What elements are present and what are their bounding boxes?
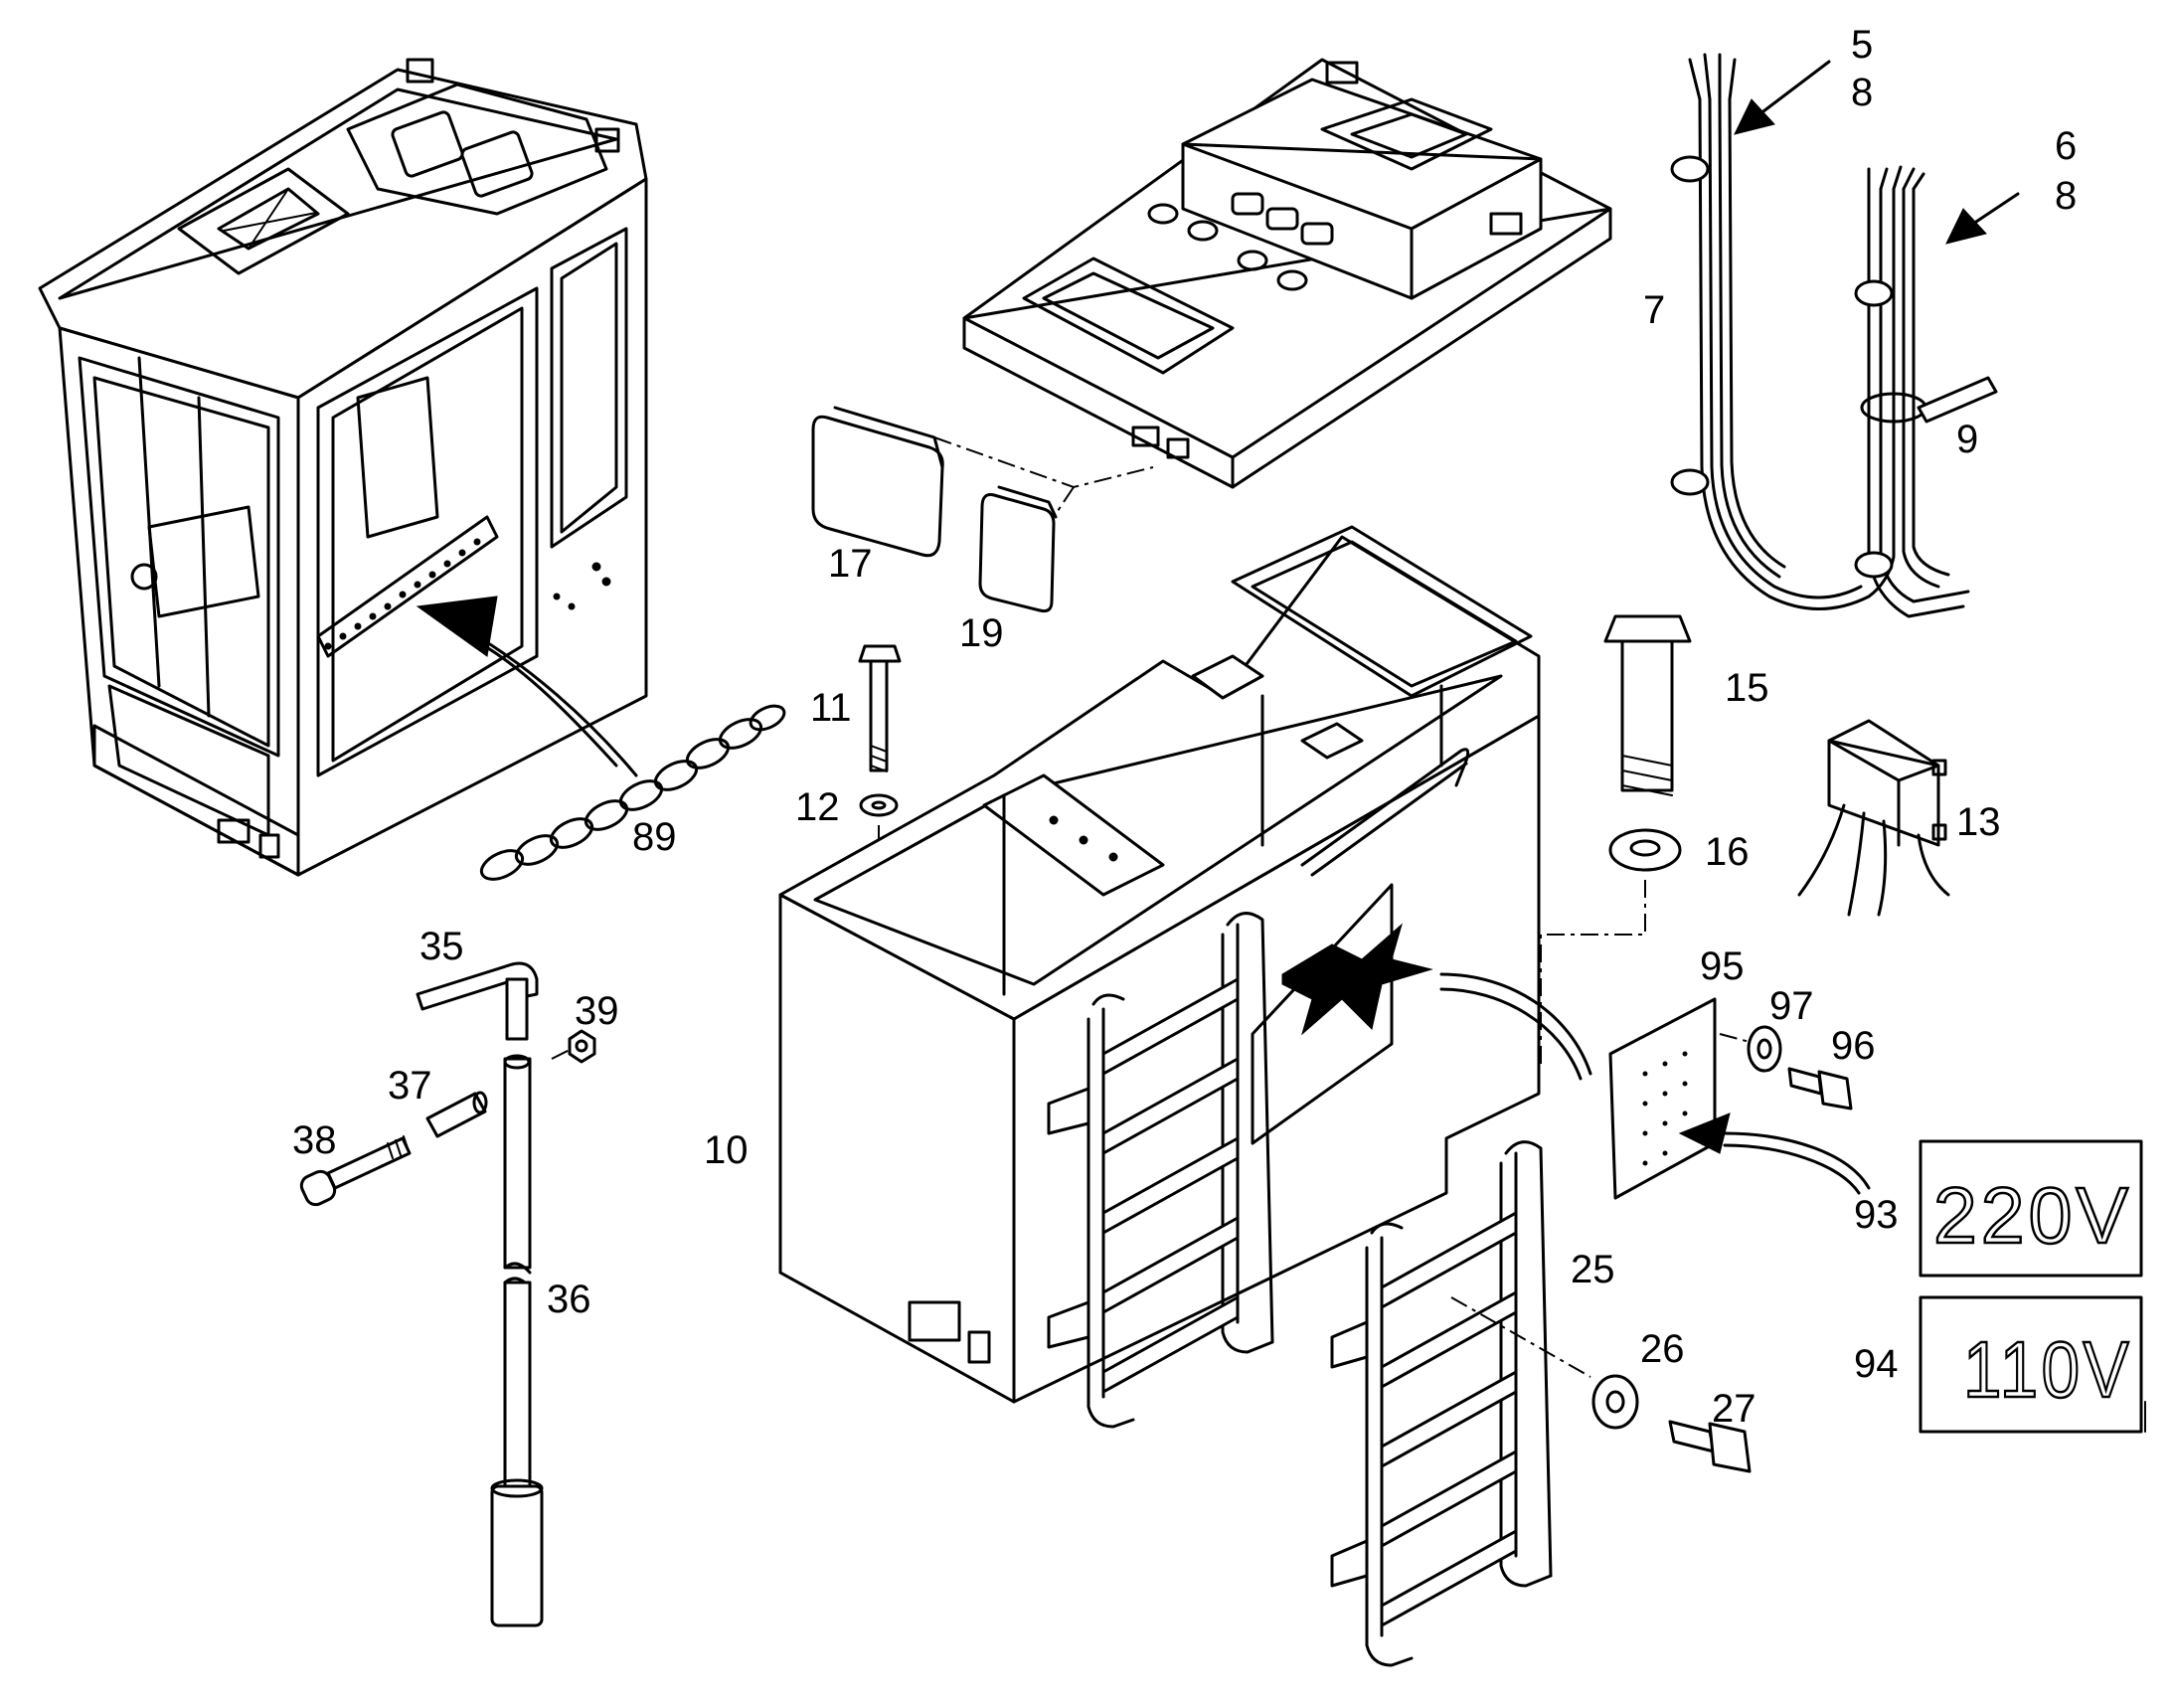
callout-39: 39 <box>575 989 619 1033</box>
washer-16 <box>1608 828 1682 872</box>
callout-35: 35 <box>419 925 464 968</box>
callout-12: 12 <box>795 785 840 829</box>
callout-37: 37 <box>388 1064 432 1108</box>
callout-36: 36 <box>547 1278 591 1321</box>
screw-38 <box>299 1135 412 1207</box>
callout-10: 10 <box>704 1128 749 1172</box>
cover-17 <box>811 406 944 558</box>
ladder-mounted <box>1047 912 1274 1429</box>
bolt-27 <box>1668 1420 1752 1473</box>
control-console-panel <box>962 58 1612 489</box>
callout-97: 97 <box>1769 984 1814 1028</box>
callout-16: 16 <box>1705 830 1750 874</box>
callout-38: 38 <box>292 1118 337 1162</box>
relay-box-13 <box>1797 719 1950 917</box>
callout-17: 17 <box>828 542 873 586</box>
label-220v-text: 220V <box>1933 1171 2132 1260</box>
callout-15: 15 <box>1725 666 1769 710</box>
handle-rod-35 <box>416 961 539 1041</box>
screw-96 <box>1787 1067 1853 1110</box>
cover-19 <box>978 485 1058 613</box>
callout-25: 25 <box>1571 1248 1615 1291</box>
washer-12 <box>859 793 899 817</box>
cable-harness <box>1670 53 1998 618</box>
callout-95: 95 <box>1700 944 1745 988</box>
callout-27: 27 <box>1712 1387 1756 1431</box>
cabinet-10 <box>778 525 1592 1429</box>
label-110v: 110V <box>1919 1295 2143 1434</box>
operator-cab <box>38 58 648 877</box>
bolt-15 <box>1603 614 1692 796</box>
callout-13: 13 <box>1956 800 2001 844</box>
chain-89 <box>479 704 786 881</box>
callout-numbers: 5 8 6 8 7 9 17 19 11 12 89 15 16 13 35 3… <box>292 23 2077 1431</box>
callout-26: 26 <box>1640 1327 1685 1371</box>
callout-93: 93 <box>1854 1193 1899 1237</box>
label-110v-text: 110V <box>1963 1325 2132 1414</box>
leader-arrow-5 <box>1734 60 1831 135</box>
callout-96: 96 <box>1831 1024 1876 1068</box>
callout-8: 8 <box>2055 174 2077 218</box>
leader-arrow-6 <box>1945 192 2020 245</box>
nut-39 <box>568 1029 596 1064</box>
washer-26 <box>1591 1374 1639 1430</box>
callout-9: 9 <box>1956 418 1978 461</box>
rod-36 <box>490 1054 544 1627</box>
mounting-plate-95 <box>1608 997 1871 1200</box>
callout-6: 6 <box>2055 124 2077 168</box>
callout-89: 89 <box>632 815 677 859</box>
sleeve-37 <box>425 1091 488 1138</box>
label-220v: 220V <box>1919 1139 2143 1278</box>
washer-97 <box>1747 1025 1782 1073</box>
bolt-11 <box>858 644 902 772</box>
callout-19: 19 <box>959 611 1004 655</box>
callout-11: 11 <box>810 686 852 730</box>
callout-8: 8 <box>1851 71 1873 114</box>
callout-94: 94 <box>1854 1342 1899 1386</box>
callout-7: 7 <box>1643 288 1665 332</box>
callout-5: 5 <box>1851 23 1873 67</box>
